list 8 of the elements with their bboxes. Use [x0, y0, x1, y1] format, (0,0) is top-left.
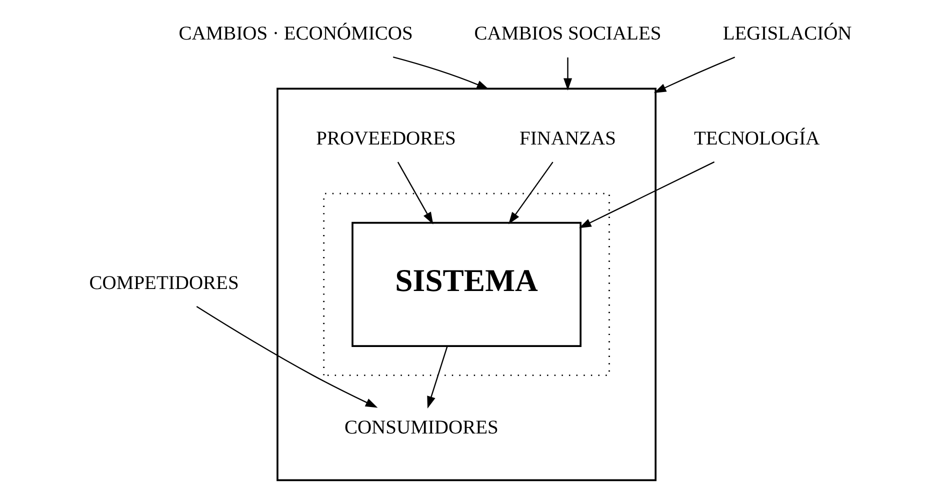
node-text: LEGISLACIÓN [722, 24, 852, 45]
node-text: FINANZAS [519, 128, 616, 150]
node-text: CONSUMIDORES [344, 418, 498, 439]
node-text: PROVEEDORES [316, 128, 456, 150]
node-text: TECNOLOGÍA [694, 128, 820, 150]
node-text: CAMBIOS · ECONÓMICOS [178, 24, 412, 45]
node-text: COMPETIDORES [88, 273, 238, 294]
node-text: CAMBIOS SOCIALES [474, 24, 661, 45]
